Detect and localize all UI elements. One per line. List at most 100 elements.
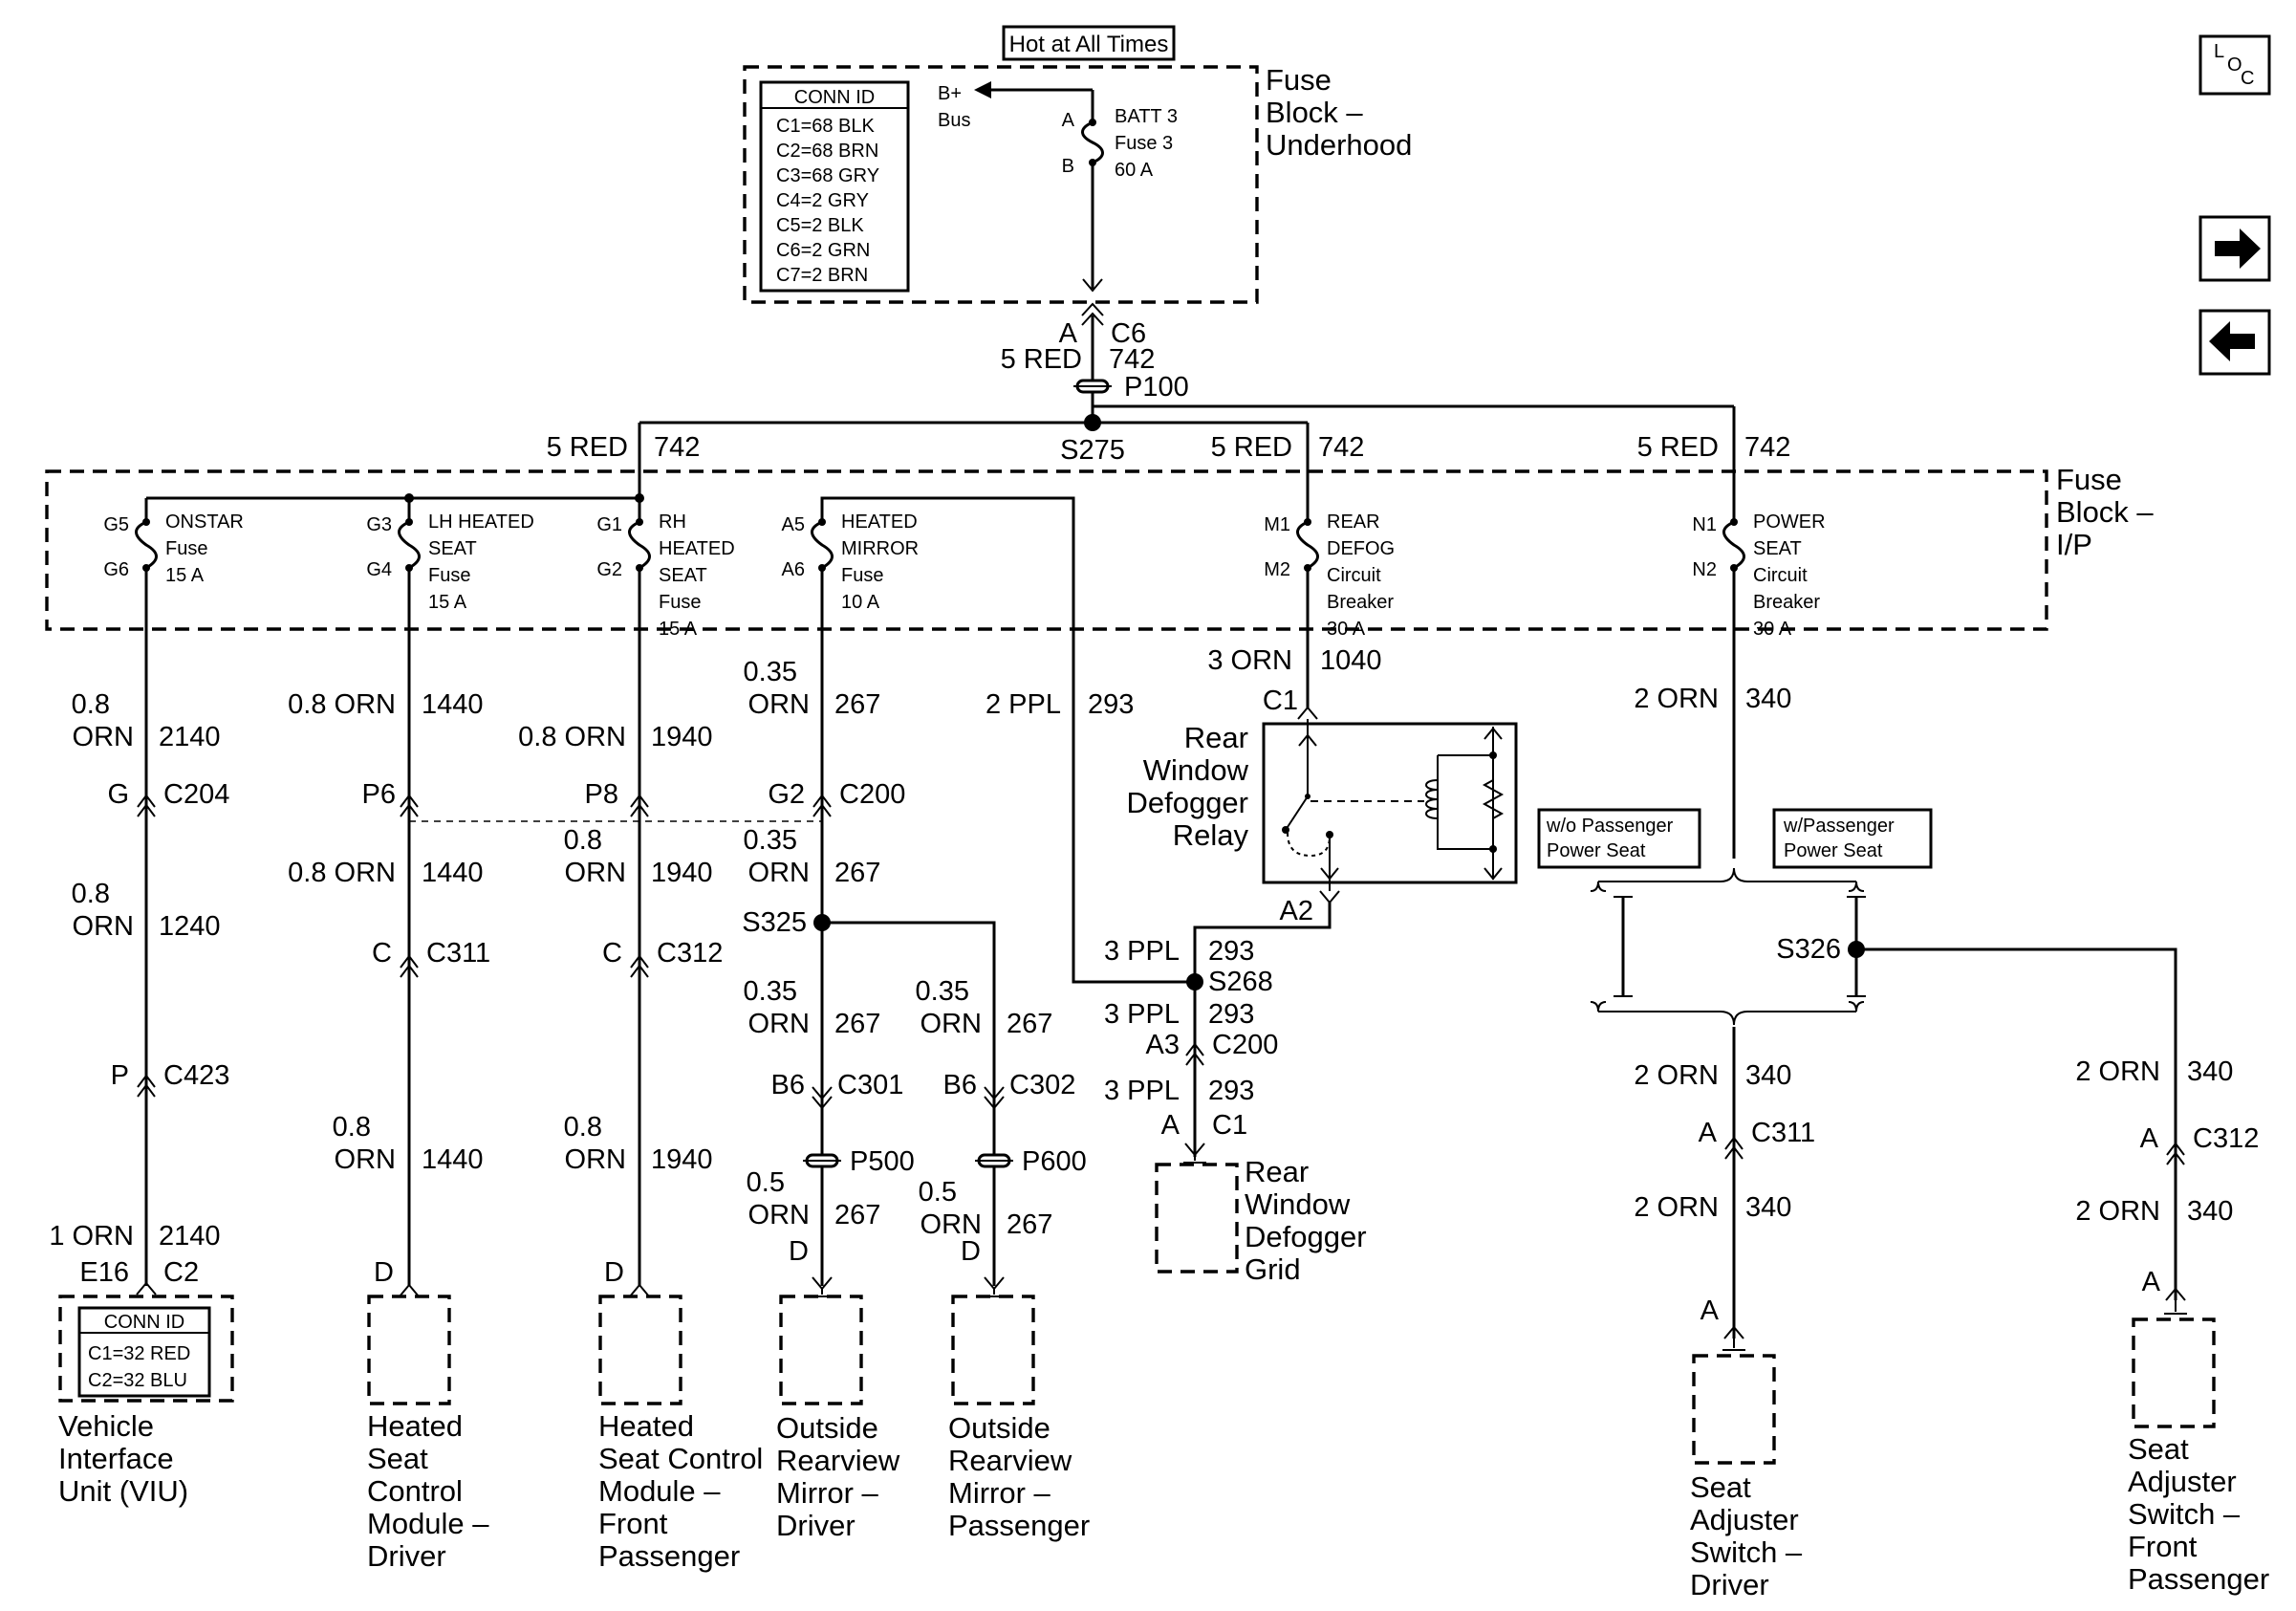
svg-text:Relay: Relay [1173,818,1249,852]
ip-fuse-block-title: Fuse Block – I/P [2056,463,2154,561]
svg-text:2 ORN: 2 ORN [2075,1196,2160,1227]
svg-text:A: A [2140,1123,2159,1154]
c312-heated-seat-connector: C C312 [602,938,723,969]
svg-text:M2: M2 [1264,559,1290,580]
svg-text:C3=68 GRY: C3=68 GRY [776,165,879,186]
svg-text:C301: C301 [837,1070,903,1100]
svg-text:D: D [961,1236,981,1267]
c312-seat-switch-connector: A C312 [2140,1123,2260,1154]
passenger-mirror-wire-label: 0.35 ORN 267 [916,976,1053,1039]
svg-text:C4=2 GRY: C4=2 GRY [776,190,869,211]
svg-text:P6: P6 [362,779,396,810]
svg-text:A: A [1161,1110,1180,1141]
svg-text:Unit (VIU): Unit (VIU) [58,1474,188,1508]
lh-seat-wire-label-1: 0.8 ORN 1440 [288,689,483,720]
svg-text:ORN: ORN [335,1144,396,1175]
svg-text:SEAT: SEAT [659,565,707,586]
svg-text:G2: G2 [768,779,805,810]
svg-text:Fuse: Fuse [165,538,207,559]
driver-seat-wire-label-2: 2 ORN 340 [1634,1192,1791,1223]
svg-text:C204: C204 [163,779,229,810]
svg-text:0.5: 0.5 [919,1177,957,1208]
svg-text:C311: C311 [426,938,490,969]
svg-text:ORN: ORN [748,1009,810,1039]
svg-text:C1: C1 [1263,686,1298,716]
svg-text:Adjuster: Adjuster [2128,1465,2237,1498]
svg-text:Module –: Module – [367,1507,489,1540]
svg-text:B+: B+ [938,83,962,104]
c200-g2-connector: G2 C200 [768,779,905,810]
svg-text:C200: C200 [1212,1030,1278,1060]
svg-text:Passenger: Passenger [2128,1562,2269,1596]
svg-text:742: 742 [1109,344,1155,375]
svg-text:ORN: ORN [748,1200,810,1230]
svg-text:A: A [1700,1295,1720,1326]
svg-text:C5=2 BLK: C5=2 BLK [776,215,864,236]
svg-text:Interface: Interface [58,1442,174,1475]
defog-wire-label-1: 3 ORN 1040 [1207,645,1381,676]
svg-text:Heated: Heated [598,1409,694,1443]
p600-pass-through: P600 [975,1146,1087,1177]
s268-label: S268 [1208,967,1273,997]
svg-text:E16: E16 [79,1257,129,1288]
svg-text:O: O [2227,54,2242,76]
svg-text:Fuse: Fuse [1266,63,1332,97]
svg-text:Defogger: Defogger [1126,786,1248,819]
loc-icon[interactable]: L O C [2199,34,2271,96]
lh-seat-wire-label-2: 0.8 ORN 1440 [288,858,483,888]
relay-a2-connector: A2 [1280,890,1340,926]
svg-text:Block –: Block – [1266,96,1363,129]
passenger-seat-wire-label-2: 2 ORN 340 [2075,1196,2233,1227]
svg-text:RH: RH [659,512,686,533]
svg-text:Defogger: Defogger [1245,1220,1367,1253]
svg-text:Fuse 3: Fuse 3 [1115,133,1173,154]
svg-text:Seat Control: Seat Control [598,1442,763,1475]
svg-text:A: A [1059,318,1078,349]
svg-text:Window: Window [1143,753,1249,787]
svg-text:Driver: Driver [776,1509,856,1542]
svg-text:Bus: Bus [938,110,970,131]
svg-text:Mirror –: Mirror – [948,1476,1051,1510]
driver-seat-wire-label-1: 2 ORN 340 [1634,1060,1791,1091]
svg-text:A2: A2 [1280,896,1313,926]
svg-text:340: 340 [2187,1056,2233,1087]
svg-text:P8: P8 [585,779,618,810]
svg-text:0.8 ORN: 0.8 ORN [288,858,396,888]
svg-text:REAR: REAR [1327,512,1380,533]
svg-text:CONN ID: CONN ID [794,87,875,108]
svg-text:1440: 1440 [422,858,484,888]
svg-text:L: L [2214,41,2224,62]
svg-text:w/o Passenger: w/o Passenger [1546,816,1674,837]
svg-text:Switch –: Switch – [1690,1535,1803,1569]
svg-text:Underhood: Underhood [1266,128,1412,162]
svg-text:G2: G2 [596,559,622,580]
svg-text:G5: G5 [103,514,129,535]
svg-text:C312: C312 [657,938,723,969]
p500-pass-through: P500 [803,1146,915,1177]
svg-text:MIRROR: MIRROR [841,538,919,559]
next-arrow-icon[interactable] [2199,215,2271,282]
svg-text:293: 293 [1208,1076,1254,1106]
svg-text:267: 267 [834,1009,880,1039]
driver-mirror-wire-label-2: 0.5 ORN 267 [747,1167,881,1230]
svg-text:D: D [789,1236,809,1267]
c301-connector: B6 C301 [771,1070,903,1110]
svg-text:340: 340 [2187,1196,2233,1227]
svg-text:A6: A6 [782,559,805,580]
back-arrow-icon[interactable] [2199,309,2271,376]
svg-text:0.8: 0.8 [564,825,602,856]
svg-text:267: 267 [1007,1209,1052,1240]
svg-text:3 PPL: 3 PPL [1104,936,1180,967]
svg-text:A5: A5 [782,514,805,535]
hot-at-all-times-label: Hot at All Times [1002,25,1176,61]
svg-text:267: 267 [1007,1009,1052,1039]
s325-label: S325 [742,907,807,938]
svg-text:D: D [374,1257,394,1288]
batt3-fuse: A B BATT 3 Fuse 3 60 A [1062,106,1178,181]
svg-text:C423: C423 [163,1060,229,1091]
svg-text:Passenger: Passenger [948,1509,1090,1542]
svg-text:G1: G1 [596,514,622,535]
